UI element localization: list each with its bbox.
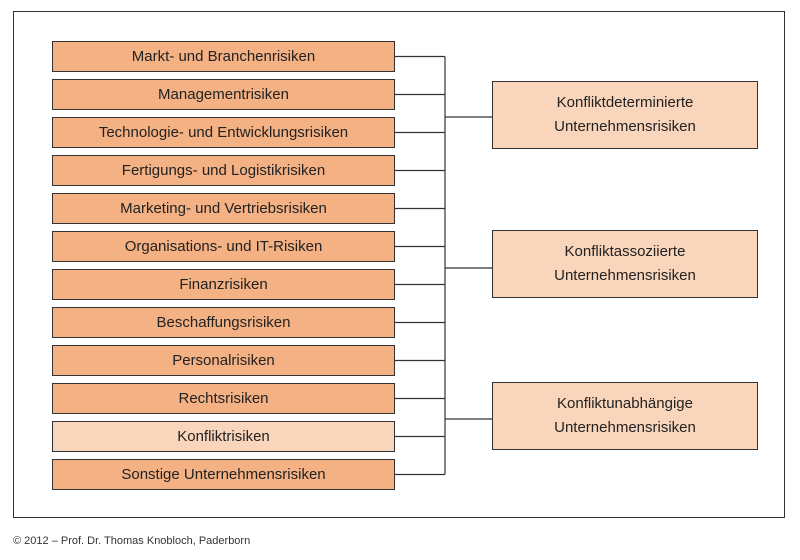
category-box-conflict-determined: Konfliktdeterminierte Unternehmensrisike… — [492, 81, 758, 149]
risk-box-1: Markt- und Branchenrisiken — [52, 41, 395, 72]
copyright-footer: © 2012 – Prof. Dr. Thomas Knobloch, Pade… — [13, 535, 251, 547]
risk-box-3: Technologie- und Entwicklungsrisiken — [52, 117, 395, 148]
category-box-conflict-independent: Konfliktunabhängige Unternehmensrisiken — [492, 382, 758, 450]
risk-box-5: Marketing- und Vertriebsrisiken — [52, 193, 395, 224]
risk-box-10: Rechtsrisiken — [52, 383, 395, 414]
risk-box-8: Beschaffungsrisiken — [52, 307, 395, 338]
risk-box-2: Managementrisiken — [52, 79, 395, 110]
risk-box-6: Organisations- und IT-Risiken — [52, 231, 395, 262]
risk-box-4: Fertigungs- und Logistikrisiken — [52, 155, 395, 186]
category-box-conflict-associated: Konfliktassoziierte Unternehmensrisiken — [492, 230, 758, 298]
risk-box-12: Sonstige Unternehmensrisiken — [52, 459, 395, 490]
risk-box-11: Konfliktrisiken — [52, 421, 395, 452]
risk-box-9: Personalrisiken — [52, 345, 395, 376]
risk-box-7: Finanzrisiken — [52, 269, 395, 300]
